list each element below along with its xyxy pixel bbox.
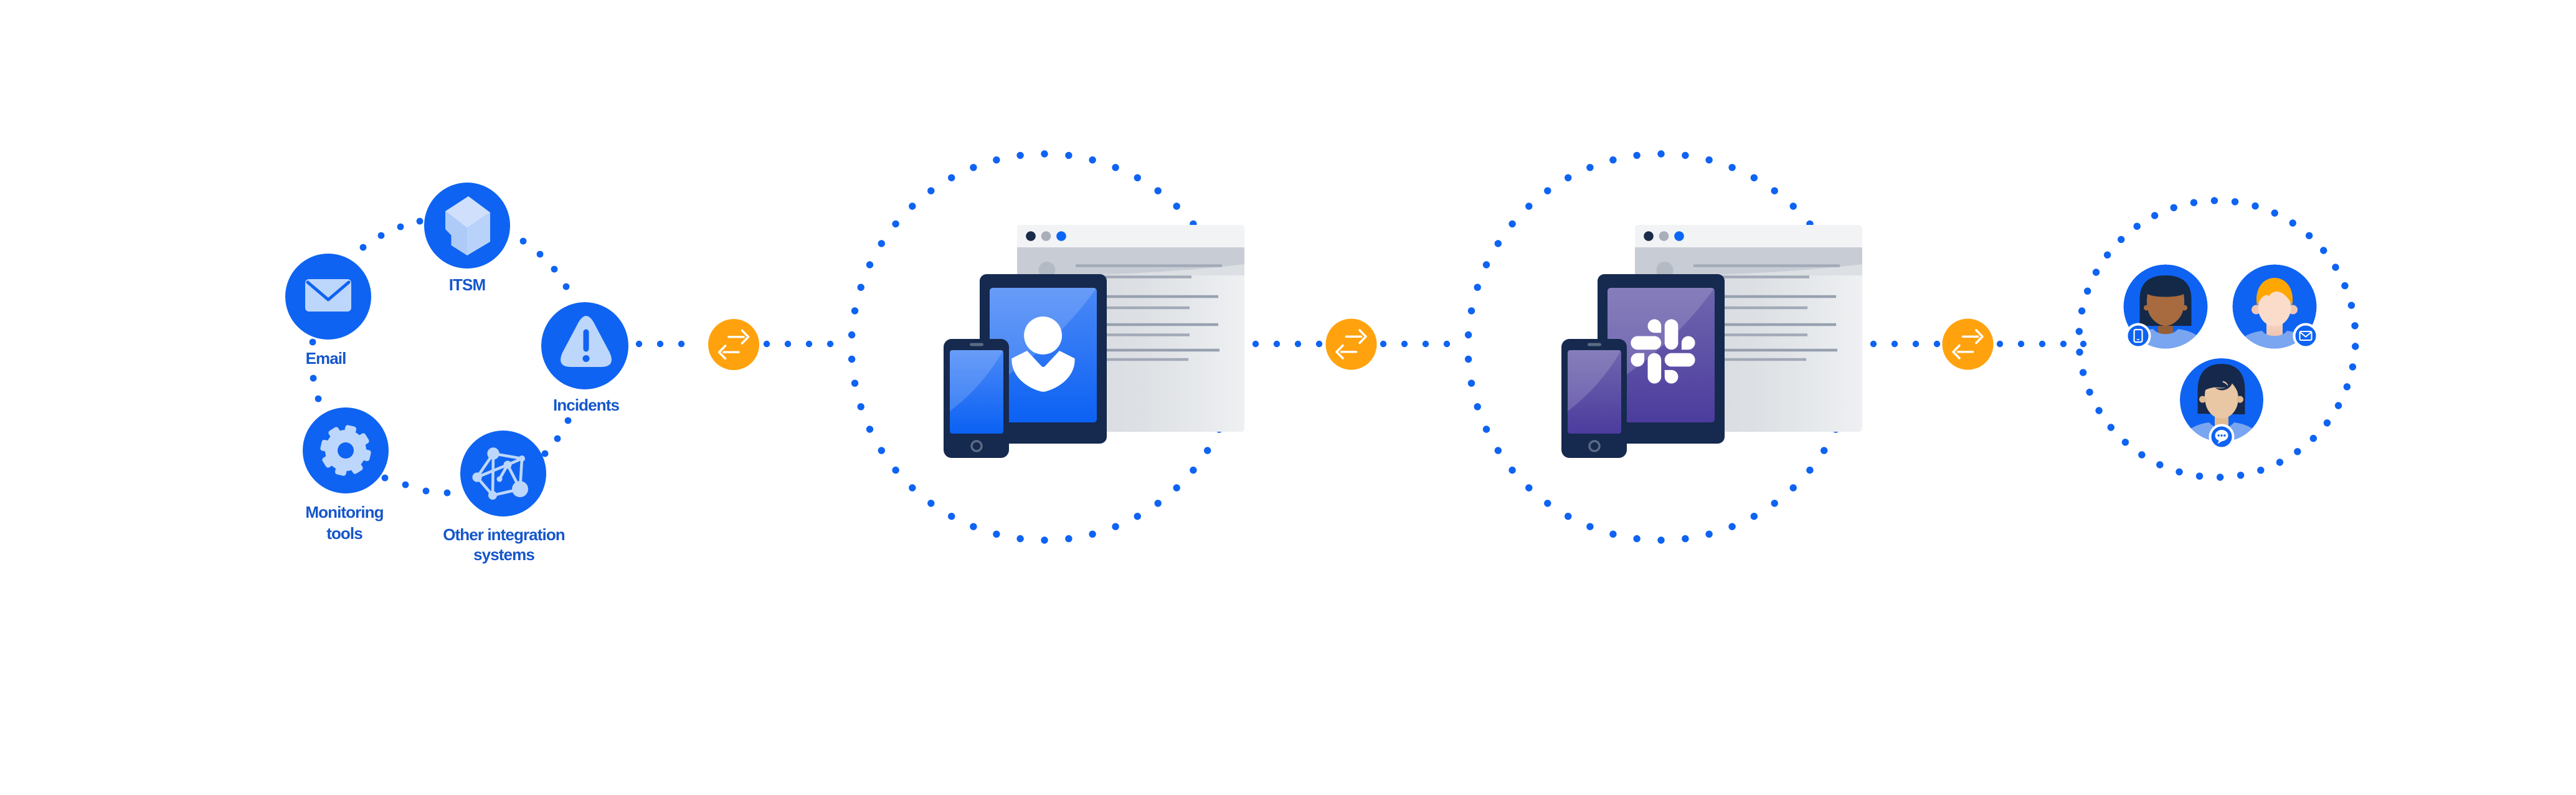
svg-text:systems: systems: [473, 545, 534, 564]
svg-text:Email: Email: [306, 349, 346, 368]
svg-text:Other integration: Other integration: [443, 525, 565, 544]
svg-text:tools: tools: [326, 524, 362, 543]
svg-text:Monitoring: Monitoring: [305, 503, 383, 521]
svg-text:Incidents: Incidents: [553, 396, 619, 414]
svg-text:ITSM: ITSM: [449, 275, 486, 294]
